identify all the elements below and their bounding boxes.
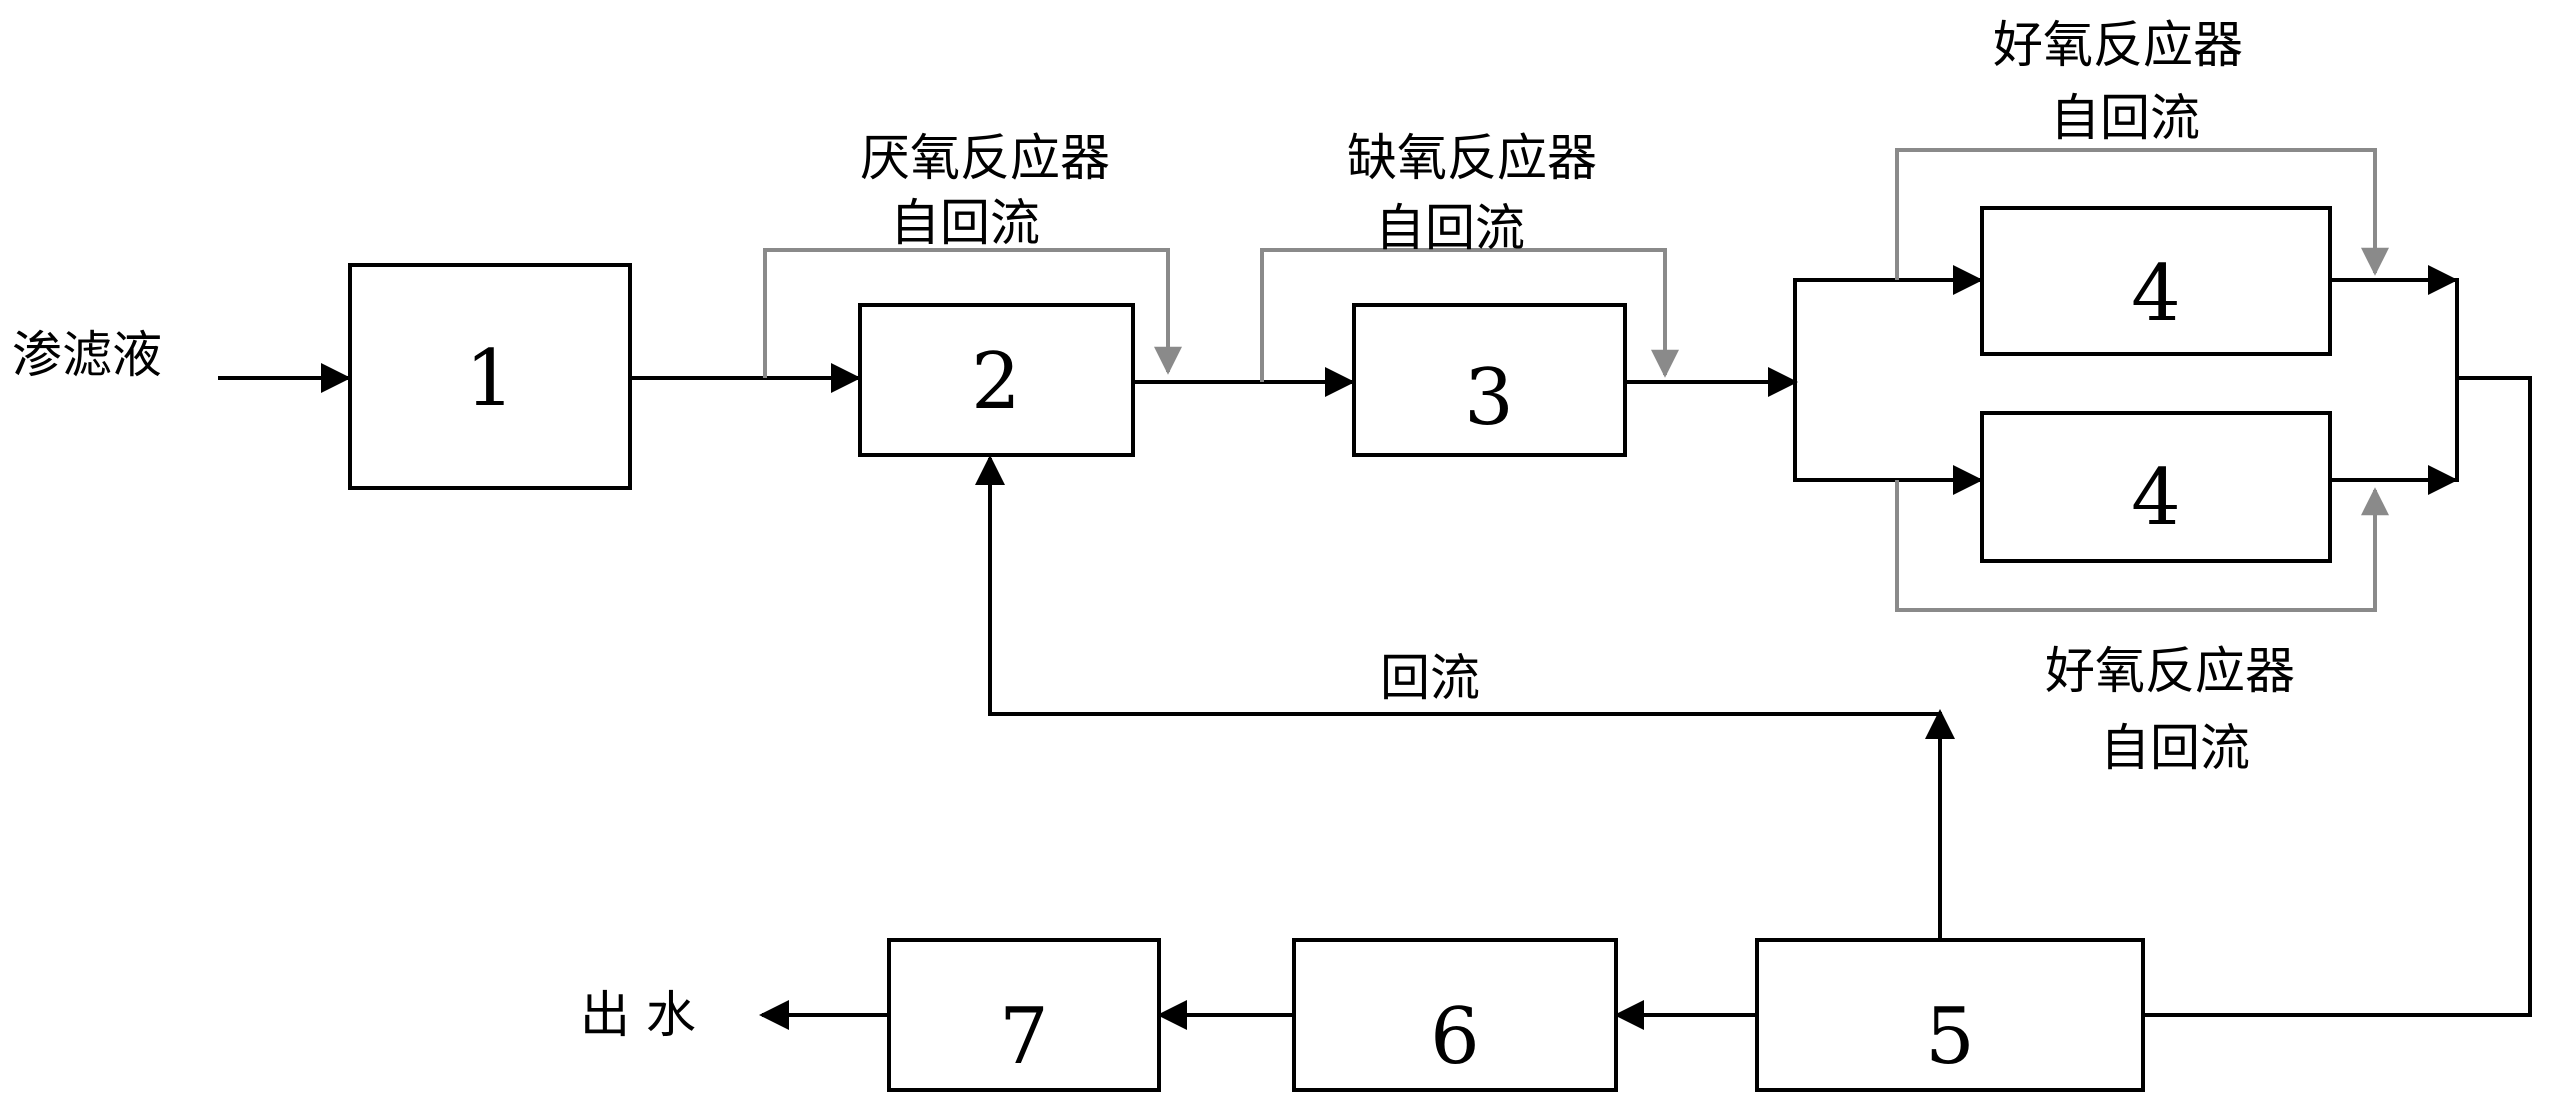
outlet-label: 出 水 [580,986,696,1044]
recycle-anaerobic [763,248,1182,378]
node-2-label: 2 [971,337,1021,427]
node-1-label: 1 [465,334,515,424]
node-5: 5 [1755,938,2145,1092]
node-6: 6 [1292,938,1618,1092]
node-6-label: 6 [1430,992,1480,1082]
aerobic-top-recycle-label-line1: 好氧反应器 [1993,16,2243,74]
node-7: 7 [887,938,1161,1092]
return-flow-label: 回流 [1380,649,1480,707]
node-4a: 4 [1980,206,2332,356]
aerobic-top-recycle-label-line2: 自回流 [2050,89,2200,147]
recycle-anoxic [1260,248,1679,382]
node-2: 2 [858,303,1135,457]
node-4a-label: 4 [2131,249,2181,339]
recycle-aerobic-top [1895,148,2389,280]
aerobic-bottom-recycle-label-line1: 好氧反应器 [2045,642,2295,700]
node-5-label: 5 [1925,992,1975,1082]
node-7-label: 7 [999,992,1049,1082]
inlet-label: 渗滤液 [12,326,162,384]
node-3: 3 [1352,303,1627,457]
anaerobic-recycle-label-line2: 自回流 [890,194,1040,252]
flow-merge-to-5 [2143,376,2532,1017]
node-4b: 4 [1980,411,2332,563]
node-4b-label: 4 [2131,453,2181,543]
anaerobic-recycle-label-line1: 厌氧反应器 [860,129,1110,187]
node-1: 1 [348,263,632,490]
anoxic-recycle-label-line1: 缺氧反应器 [1347,129,1597,187]
node-3-label: 3 [1464,353,1514,443]
anoxic-recycle-label-line2: 自回流 [1375,199,1525,257]
recycle-aerobic-bottom [1895,480,2389,612]
aerobic-bottom-recycle-label-line2: 自回流 [2100,719,2250,777]
